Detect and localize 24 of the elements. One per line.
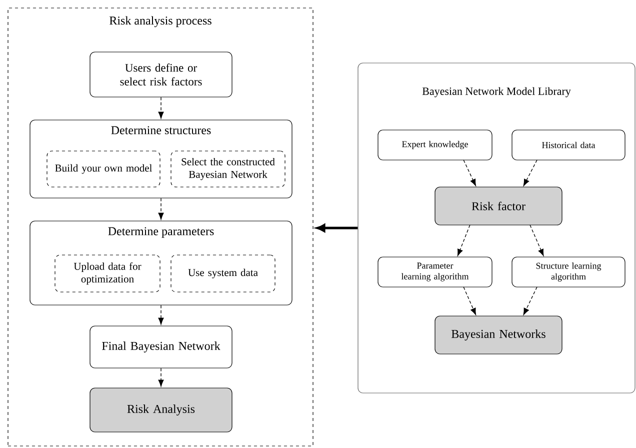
- arrow: [457, 224, 470, 256]
- option-box: Select the constructed Bayesian Network: [170, 150, 286, 188]
- process-box: Final Bayesian Network: [90, 326, 232, 368]
- arrow: [158, 198, 164, 220]
- option-box: Use system data: [170, 254, 276, 292]
- arrow: [158, 96, 164, 119]
- arrow: [463, 286, 476, 316]
- arrow: [158, 368, 164, 387]
- arrow: [158, 304, 164, 325]
- network-box: Bayesian Networks: [434, 316, 562, 354]
- arrow: [463, 160, 476, 186]
- arrow: [523, 160, 538, 186]
- arrow: [530, 224, 544, 256]
- option-box: Build your own model: [46, 150, 160, 188]
- arrow: [316, 224, 358, 232]
- process-box: Users define or select risk factors: [90, 52, 232, 98]
- algorithm-box: Structure learning algorithm: [512, 256, 626, 288]
- option-box: Upload data for optimization: [54, 254, 160, 292]
- algorithm-box: Parameter learning algorithm: [378, 256, 492, 288]
- source-box: Expert knowledge: [378, 130, 492, 160]
- factor-box: Risk factor: [434, 186, 562, 226]
- result-box: Risk Analysis: [90, 388, 232, 432]
- arrow: [523, 286, 538, 316]
- source-box: Historical data: [512, 130, 626, 160]
